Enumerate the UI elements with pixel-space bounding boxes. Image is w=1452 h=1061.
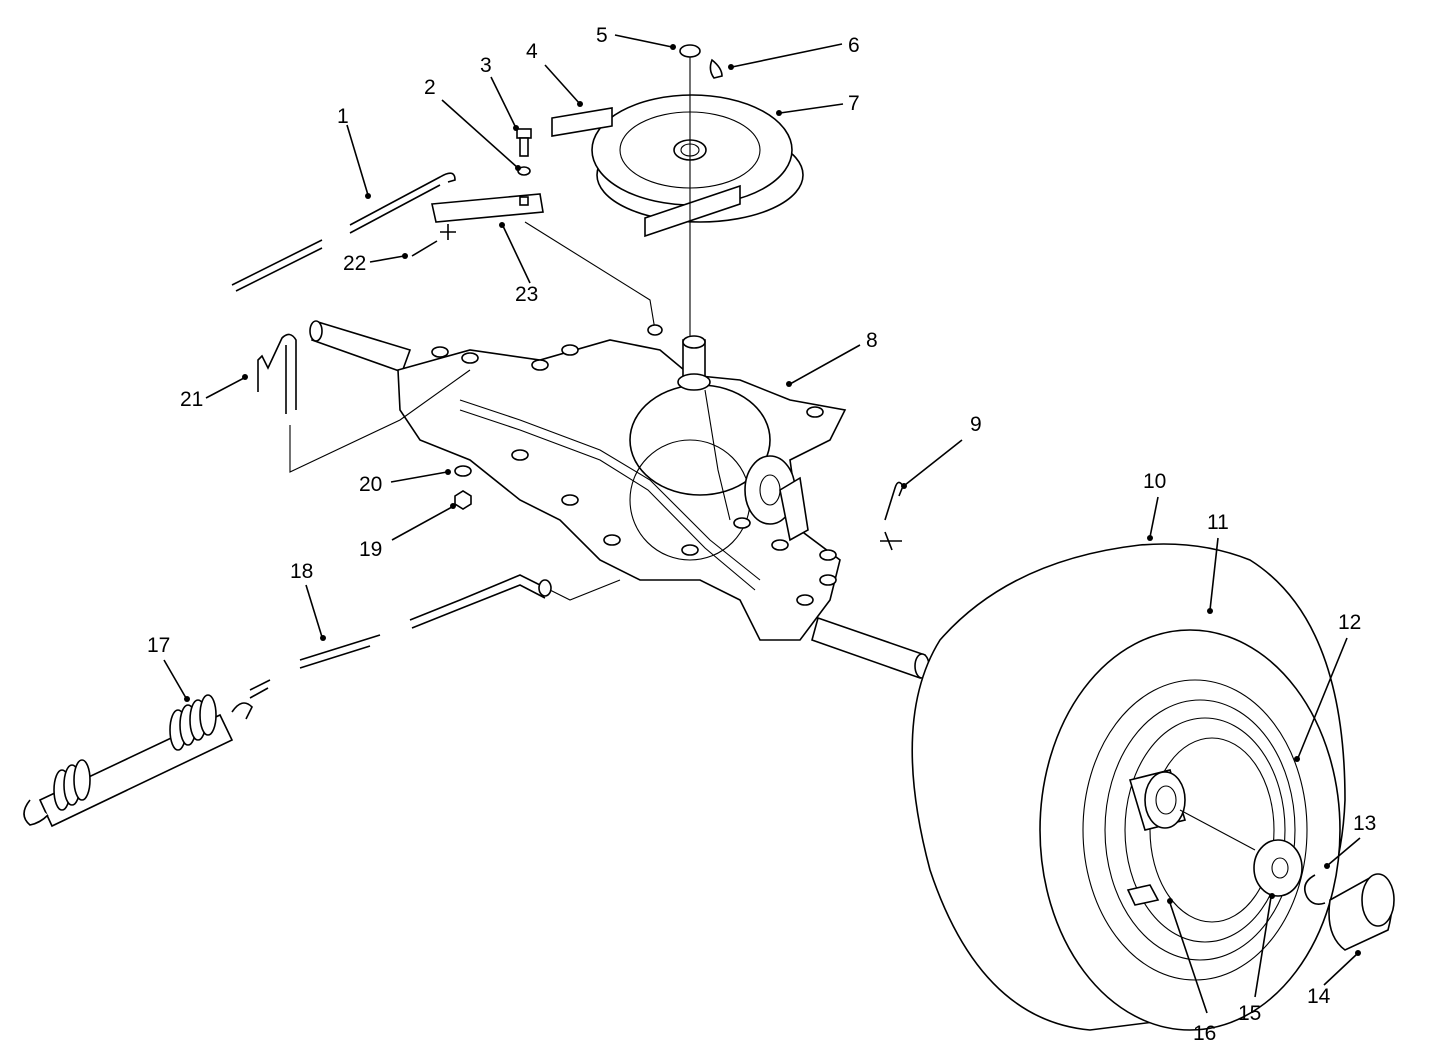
callout-1: 1 [337,105,349,128]
callout-16: 16 [1193,1022,1216,1045]
callout-10: 10 [1143,470,1166,493]
callout-7: 7 [848,92,860,115]
callout-23: 23 [515,283,538,306]
callout-2: 2 [424,76,436,99]
callout-4: 4 [526,40,538,63]
callout-labels: 1 2 3 4 5 6 7 8 9 10 11 12 13 14 15 16 1… [147,24,1376,1045]
callout-22: 22 [343,252,366,275]
callout-21: 21 [180,388,203,411]
callout-3: 3 [480,54,492,77]
callout-20: 20 [359,473,382,496]
callout-6: 6 [848,34,860,57]
bracket-hardware [231,128,656,331]
transaxle-housing [309,320,930,680]
callout-5: 5 [596,24,608,47]
leader-lines [163,34,1361,1014]
pulley-assembly [551,44,804,340]
callout-13: 13 [1353,812,1376,835]
callout-9: 9 [970,413,982,436]
callout-18: 18 [290,560,313,583]
callout-17: 17 [147,634,170,657]
callout-14: 14 [1307,985,1331,1008]
callout-11: 11 [1207,511,1229,534]
spring-rod-assembly [23,574,621,828]
callout-8: 8 [866,329,878,352]
callout-19: 19 [359,538,382,561]
callout-15: 15 [1238,1002,1261,1025]
callout-12: 12 [1338,611,1361,634]
wheel-assembly [911,543,1395,1031]
